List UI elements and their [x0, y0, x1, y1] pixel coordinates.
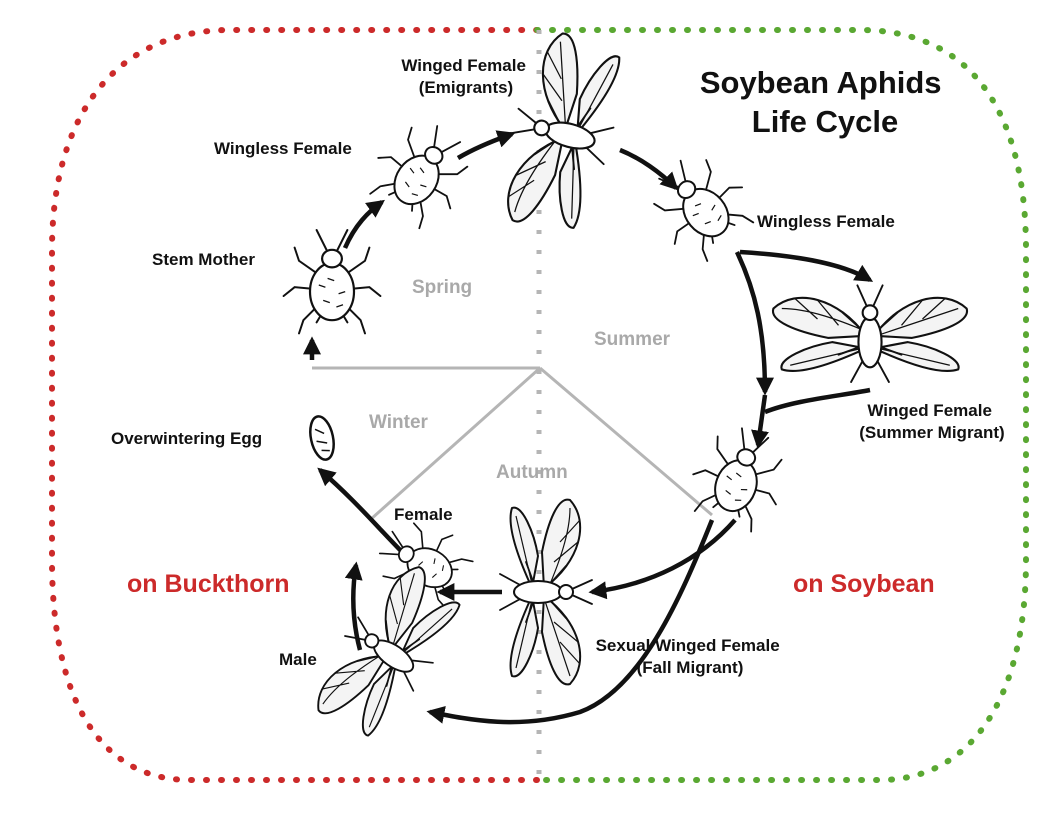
- buckthorn-border: [49, 27, 540, 783]
- soybean-border: [534, 27, 1029, 783]
- season-wedge-lines: [312, 366, 713, 522]
- label-male: Male: [279, 650, 317, 669]
- wingless-aphid-icon: [365, 507, 480, 620]
- label-wingless-female-summer: Wingless Female: [757, 212, 895, 231]
- label-winged-female-emigrants: Winged Female (Emigrants): [401, 56, 530, 97]
- wingless-female-spring-aphid: [357, 107, 486, 238]
- label-wingless-female-spring: Wingless Female: [214, 139, 352, 158]
- diagram-title: Soybean Aphids Life Cycle: [700, 65, 950, 139]
- winged-female-summer-migrant-aphid: [771, 284, 969, 384]
- season-spring: Spring: [412, 277, 472, 298]
- winged-aphid-icon: [771, 284, 969, 384]
- winged-aphid-icon: [300, 553, 475, 750]
- host-soybean: on Soybean: [793, 570, 935, 598]
- season-winter: Winter: [369, 412, 429, 433]
- sexual-winged-female-fall-migrant-aphid: [499, 498, 593, 686]
- female-aphid: [365, 507, 480, 620]
- label-overwintering-egg: Overwintering Egg: [111, 429, 262, 448]
- male-aphid: [300, 553, 475, 750]
- wingless-aphid-icon: [282, 228, 382, 335]
- sexual-winged-female-aphid-soybean: [680, 416, 798, 538]
- winged-aphid-icon: [499, 498, 593, 686]
- label-sexual-winged-female: Sexual Winged Female (Fall Migrant): [596, 636, 785, 677]
- label-female: Female: [394, 505, 453, 524]
- label-stem-mother: Stem Mother: [152, 250, 255, 269]
- stem-mother-aphid: [282, 228, 382, 335]
- cycle-arrows: [303, 130, 874, 725]
- host-buckthorn: on Buckthorn: [127, 570, 290, 598]
- label-winged-female-summer-migrant: Winged Female (Summer Migrant): [859, 401, 1004, 442]
- season-autumn: Autumn: [496, 462, 568, 483]
- wingless-aphid-icon: [680, 416, 798, 538]
- wingless-aphid-icon: [357, 107, 486, 238]
- season-summer: Summer: [594, 329, 671, 350]
- egg-icon: [309, 415, 335, 461]
